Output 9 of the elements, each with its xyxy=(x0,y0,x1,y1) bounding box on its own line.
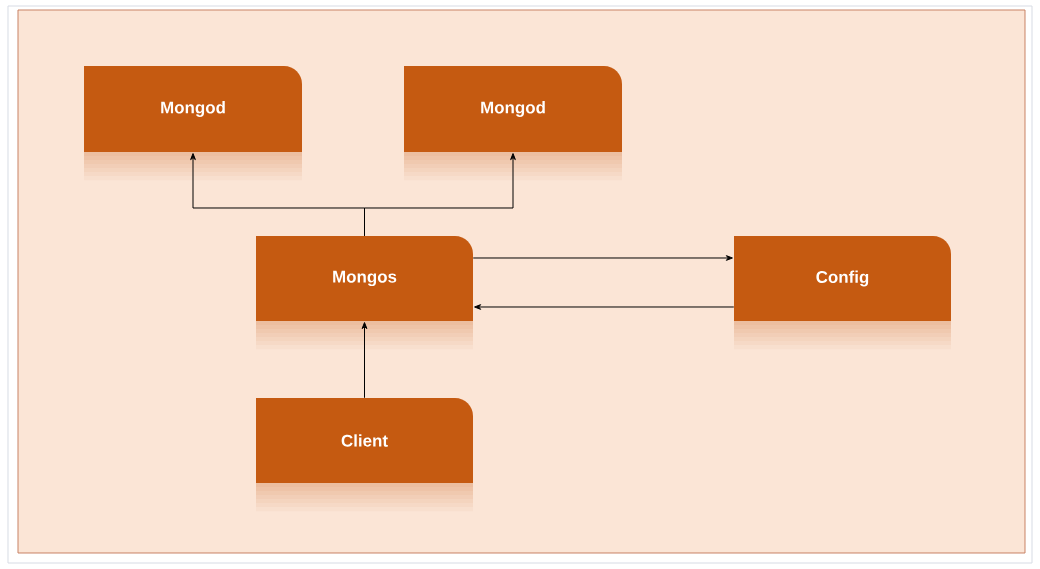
process-box: Mongod xyxy=(404,66,622,152)
arrow xyxy=(361,322,368,399)
process-box: Client xyxy=(256,398,473,483)
process-box: Mongod xyxy=(84,66,302,152)
process-box: Config xyxy=(734,236,951,321)
arrow xyxy=(474,304,735,310)
arrow xyxy=(364,153,516,237)
process-box: Mongos xyxy=(256,236,473,321)
arrow xyxy=(472,255,733,261)
